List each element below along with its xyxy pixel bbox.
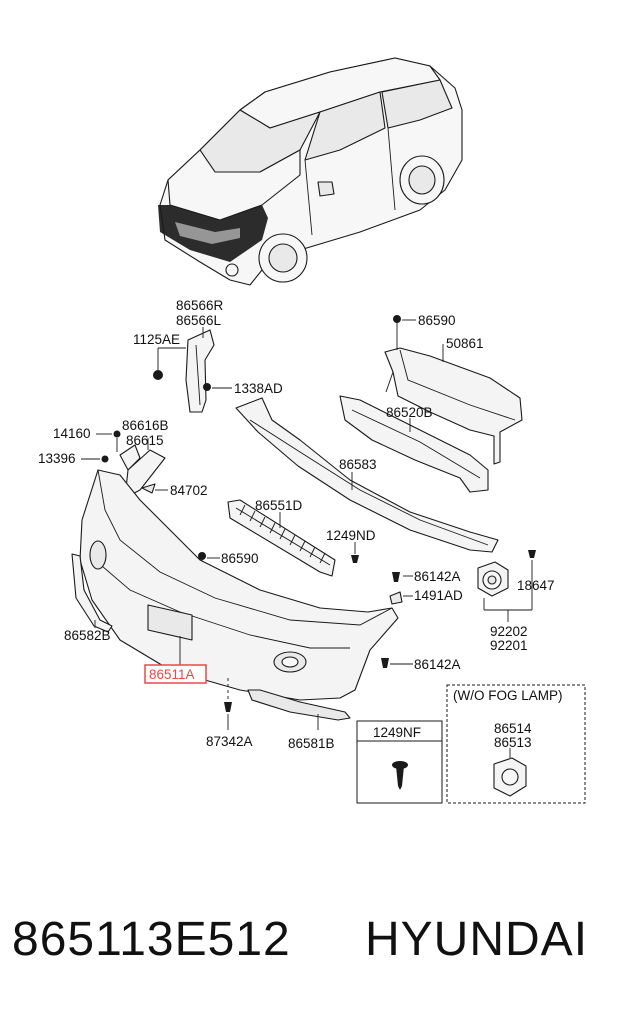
energy-absorber-50861 — [384, 315, 523, 465]
label-92201: 92201 — [490, 638, 528, 653]
parts-diagram: 86566R 86566L 1125AE 1338AD 86590 50861 … — [38, 57, 586, 804]
bumper-cover-86511A — [79, 469, 399, 701]
grille-86551D — [227, 499, 336, 577]
label-86590-mid: 86590 — [221, 551, 259, 566]
fasteners-right — [381, 572, 413, 668]
left-brackets — [81, 430, 168, 499]
label-13396: 13396 — [38, 451, 76, 466]
label-86566R: 86566R — [176, 298, 224, 313]
clip-icon — [393, 315, 401, 323]
box-1249NF — [356, 720, 443, 804]
clip-icon — [203, 383, 211, 391]
label-86583: 86583 — [339, 457, 377, 472]
label-86581B: 86581B — [288, 736, 335, 751]
label-86551D: 86551D — [255, 498, 303, 513]
screw-icon — [392, 761, 408, 790]
vehicle-illustration — [158, 57, 463, 286]
label-86514: 86514 — [494, 721, 532, 736]
bolt-icon — [153, 370, 163, 380]
beam-86583 — [235, 397, 499, 553]
label-86142A-lower: 86142A — [414, 657, 461, 672]
label-86582B: 86582B — [64, 628, 111, 643]
lip-86581B — [247, 689, 351, 730]
label-86142A-upper: 86142A — [414, 569, 461, 584]
label-50861: 50861 — [446, 336, 484, 351]
box-without-fog-lamp — [446, 684, 586, 804]
label-1491AD: 1491AD — [414, 588, 463, 603]
molding-86582B — [71, 553, 113, 633]
label-86511A[interactable]: 86511A — [149, 667, 195, 682]
label-18647: 18647 — [517, 578, 555, 593]
label-1338AD: 1338AD — [234, 381, 283, 396]
label-1125AE: 1125AE — [133, 332, 180, 347]
label-1249NF: 1249NF — [373, 725, 421, 740]
label-86615: 86615 — [126, 433, 164, 448]
screw-1249ND — [351, 542, 359, 563]
label-86566L: 86566L — [176, 313, 222, 328]
label-86513: 86513 — [494, 735, 532, 750]
clip-icon — [198, 552, 206, 560]
part-number: 865113E512 — [12, 913, 291, 966]
label-86590-top: 86590 — [418, 313, 456, 328]
label-92202: 92202 — [490, 624, 528, 639]
highlight-box[interactable] — [144, 664, 207, 684]
brand-name: HYUNDAI — [365, 913, 589, 966]
bracket-86566 — [153, 327, 232, 413]
label-84702: 84702 — [170, 483, 208, 498]
label-86520B: 86520B — [386, 405, 433, 420]
fog-lamp-92201 — [477, 550, 536, 622]
label-1249ND: 1249ND — [326, 528, 376, 543]
label-14160: 14160 — [53, 426, 91, 441]
label-86616B: 86616B — [122, 418, 169, 433]
label-87342A: 87342A — [206, 734, 253, 749]
absorber-86520B — [339, 395, 489, 493]
fog-box-title: (W/O FOG LAMP) — [453, 688, 563, 703]
clip-87342A — [224, 678, 232, 730]
